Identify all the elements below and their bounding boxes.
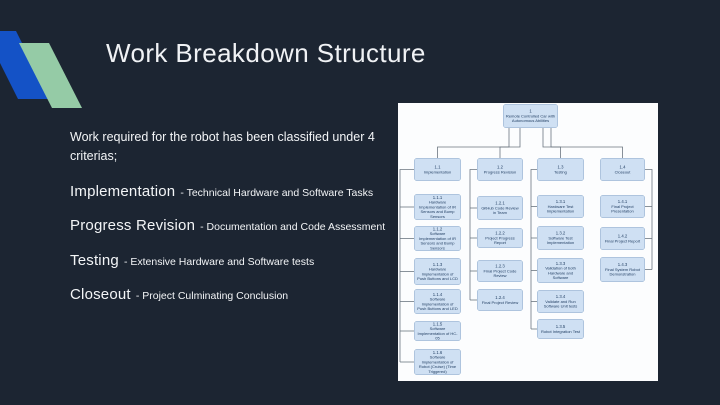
wbs-node-label: Implementation — [423, 169, 452, 175]
criteria-desc: - Project Culminating Conclusion — [135, 290, 289, 302]
wbs-node-label: Software Implementation of Robot (Cruise… — [418, 355, 457, 374]
page-title: Work Breakdown Structure — [106, 38, 426, 68]
wbs-node-label: Validate and Run Software Unit tests — [543, 299, 578, 309]
corner-ribbon-decoration — [0, 31, 82, 108]
wbs-node-label: Final Project Review — [481, 300, 519, 305]
wbs-node-label: Hardware Implementation of IR Sensors an… — [419, 200, 456, 219]
wbs-node-number: 1.1.1 — [432, 194, 443, 200]
wbs-node-label: Software Implementation of Push Buttons … — [417, 297, 458, 312]
criteria-desc: - Documentation and Code Assessment — [200, 221, 386, 233]
wbs-node-number: 1.3.5 — [555, 323, 566, 329]
wbs-node-number: 1 — [529, 108, 532, 114]
wbs-node-label: Progress Revision — [483, 169, 517, 175]
criteria-lead: Progress Revision — [70, 217, 196, 234]
wbs-node-label: Final Project Report — [604, 238, 641, 244]
wbs-node-number: 1.4.3 — [617, 262, 628, 268]
criteria-item-closeout: Closeout - Project Culminating Conclusion — [70, 286, 288, 304]
wbs-node-number: 1.3.4 — [555, 294, 566, 300]
wbs-node-number: 1.3.3 — [555, 260, 566, 266]
wbs-node-number: 1.1.5 — [432, 321, 443, 327]
wbs-node-label: Validation of both Hardware and Software — [545, 266, 576, 281]
wbs-node-number: 1.1.4 — [432, 291, 443, 297]
wbs-node-label: Testing — [554, 169, 567, 175]
wbs-node-label: Software Test Implementation — [546, 235, 575, 246]
criteria-lead: Closeout — [70, 286, 131, 303]
wbs-node-label: GitHub Code Review in Team — [481, 205, 519, 216]
criteria-item-implementation: Implementation - Technical Hardware and S… — [70, 183, 373, 201]
intro-text: Work required for the robot has been cla… — [70, 130, 375, 164]
blue-ribbon-shape — [0, 31, 50, 99]
wbs-node-label: Software Implementation of HC-05 — [417, 326, 458, 341]
wbs-node-number: 1.1.6 — [432, 349, 443, 355]
wbs-node-number: 1.4.1 — [617, 199, 628, 205]
wbs-node-label: Remote Controlled Car with Autonomous Ab… — [505, 113, 556, 124]
green-ribbon-shape — [19, 43, 82, 108]
wbs-node-label: Final Project Presentation — [611, 204, 634, 214]
criteria-item-testing: Testing - Extensive Hardware and Software… — [70, 252, 314, 270]
wbs-node-number: 1.2.3 — [495, 263, 505, 269]
wbs-node-label: Robot Integration Test — [540, 329, 581, 334]
wbs-node-number: 1.2.1 — [495, 200, 505, 206]
wbs-node-label: Hardware Test Implementation — [546, 204, 575, 214]
wbs-node-number: 1.4 — [619, 164, 626, 170]
wbs-node-label: Closeout — [614, 169, 631, 175]
wbs-node-label: Software Implementation of IR Sensors an… — [419, 231, 456, 251]
wbs-node-number: 1.2.2 — [495, 230, 505, 236]
wbs-node-number: 1.1 — [434, 164, 441, 170]
wbs-connector-lines — [399, 128, 653, 363]
wbs-node-label: Final System Robot Demonstration — [605, 267, 640, 277]
criteria-desc: - Technical Hardware and Software Tasks — [180, 187, 374, 199]
wbs-node-number: 1.4.2 — [617, 233, 628, 239]
criteria-desc: - Extensive Hardware and Software tests — [123, 256, 315, 268]
wbs-node-number: 1.3.1 — [555, 199, 566, 205]
wbs-node-label: Hardware Implementation of Push Buttons … — [417, 267, 458, 282]
criteria-lead: Testing — [70, 252, 119, 269]
wbs-node-number: 1.1.2 — [432, 226, 443, 232]
wbs-node-number: 1.2.4 — [495, 294, 505, 300]
wbs-node-number: 1.3.2 — [555, 230, 566, 236]
wbs-node-number: 1.3 — [557, 164, 564, 170]
criteria-item-progress-revision: Progress Revision - Documentation and Cod… — [70, 217, 385, 235]
wbs-node-label: Final Project Code Review — [483, 268, 517, 279]
wbs-node-number: 1.1.3 — [432, 261, 443, 267]
criteria-lead: Implementation — [70, 183, 176, 200]
wbs-node-label: Project Progress Report — [485, 235, 515, 246]
wbs-node-number: 1.2 — [497, 164, 503, 170]
